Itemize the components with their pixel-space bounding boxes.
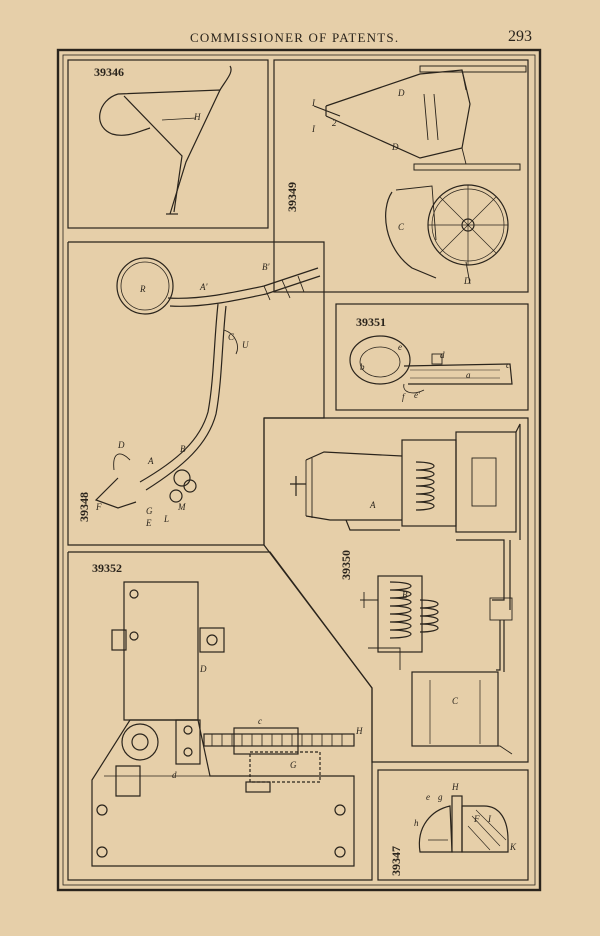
ref-letter: U bbox=[242, 340, 249, 350]
ref-letter: D bbox=[391, 142, 399, 152]
ref-letter: G bbox=[146, 506, 153, 516]
fig-number-39350: 39350 bbox=[339, 550, 353, 580]
panel-39352 bbox=[67, 551, 373, 881]
drawing-39348 bbox=[94, 257, 321, 509]
ref-letter: F bbox=[473, 814, 480, 824]
ref-letter: A bbox=[369, 500, 376, 510]
ref-letter: e bbox=[398, 342, 402, 352]
drawing-39349 bbox=[313, 65, 527, 285]
ref-letter: h bbox=[414, 818, 419, 828]
plate-border bbox=[56, 48, 542, 892]
page-header: COMMISSIONER OF PATENTS. 293 bbox=[0, 28, 600, 50]
drawing-39351 bbox=[349, 335, 513, 394]
ref-letter: K bbox=[509, 842, 517, 852]
panel-39346 bbox=[67, 59, 269, 229]
drawing-39346 bbox=[99, 65, 232, 215]
ref-letter: D bbox=[199, 664, 207, 674]
ref-letter: I bbox=[487, 814, 492, 824]
ref-letter: H bbox=[193, 112, 201, 122]
ref-letter: B bbox=[402, 590, 408, 600]
ref-letter: B bbox=[180, 444, 186, 454]
ref-letter: C bbox=[228, 332, 235, 342]
panel-39349 bbox=[273, 59, 529, 293]
ref-letter: F bbox=[95, 502, 102, 512]
ref-letter: I bbox=[311, 98, 316, 108]
drawing-39347 bbox=[418, 795, 509, 853]
ref-letter: D bbox=[463, 276, 471, 286]
ref-letter: c bbox=[258, 716, 262, 726]
drawing-39350 bbox=[290, 423, 521, 755]
ref-letter: C bbox=[398, 222, 405, 232]
ref-letter: R bbox=[139, 284, 146, 294]
ref-letter: D bbox=[117, 440, 125, 450]
ref-letter: C bbox=[452, 696, 459, 706]
ref-letter: D bbox=[397, 88, 405, 98]
ref-letter: e bbox=[426, 792, 430, 802]
panel-39351 bbox=[335, 303, 529, 411]
fig-number-39348: 39348 bbox=[77, 492, 91, 522]
ref-letter: 2 bbox=[332, 118, 337, 128]
page-number: 293 bbox=[508, 28, 532, 45]
ref-letter: c bbox=[506, 360, 510, 370]
fig-number-39352: 39352 bbox=[92, 561, 122, 575]
ref-letter: A bbox=[147, 456, 154, 466]
ref-letter: H bbox=[355, 726, 363, 736]
ref-letter: b bbox=[360, 362, 365, 372]
ref-letter: M bbox=[177, 502, 186, 512]
ref-letter: L bbox=[163, 514, 169, 524]
drawing-39352 bbox=[91, 581, 355, 867]
ref-letter: H bbox=[451, 782, 459, 792]
ref-letter: E bbox=[145, 518, 152, 528]
ref-letter: d bbox=[440, 350, 445, 360]
fig-number-39349: 39349 bbox=[285, 182, 299, 212]
ref-letter: I bbox=[311, 124, 316, 134]
panel-39347 bbox=[377, 769, 529, 881]
ref-letter: B' bbox=[262, 262, 270, 272]
ref-letter: e' bbox=[414, 390, 421, 400]
running-title: COMMISSIONER OF PATENTS. bbox=[190, 30, 400, 45]
fig-number-39346: 39346 bbox=[94, 65, 124, 79]
ref-letter: a bbox=[466, 370, 471, 380]
ref-letter: f bbox=[402, 392, 406, 402]
ref-letter: g bbox=[438, 792, 443, 802]
fig-number-39351: 39351 bbox=[356, 315, 386, 329]
ref-letter: G bbox=[290, 760, 297, 770]
ref-letter: d bbox=[172, 770, 177, 780]
ref-letter: A' bbox=[199, 282, 208, 292]
fig-number-39347: 39347 bbox=[389, 846, 403, 876]
